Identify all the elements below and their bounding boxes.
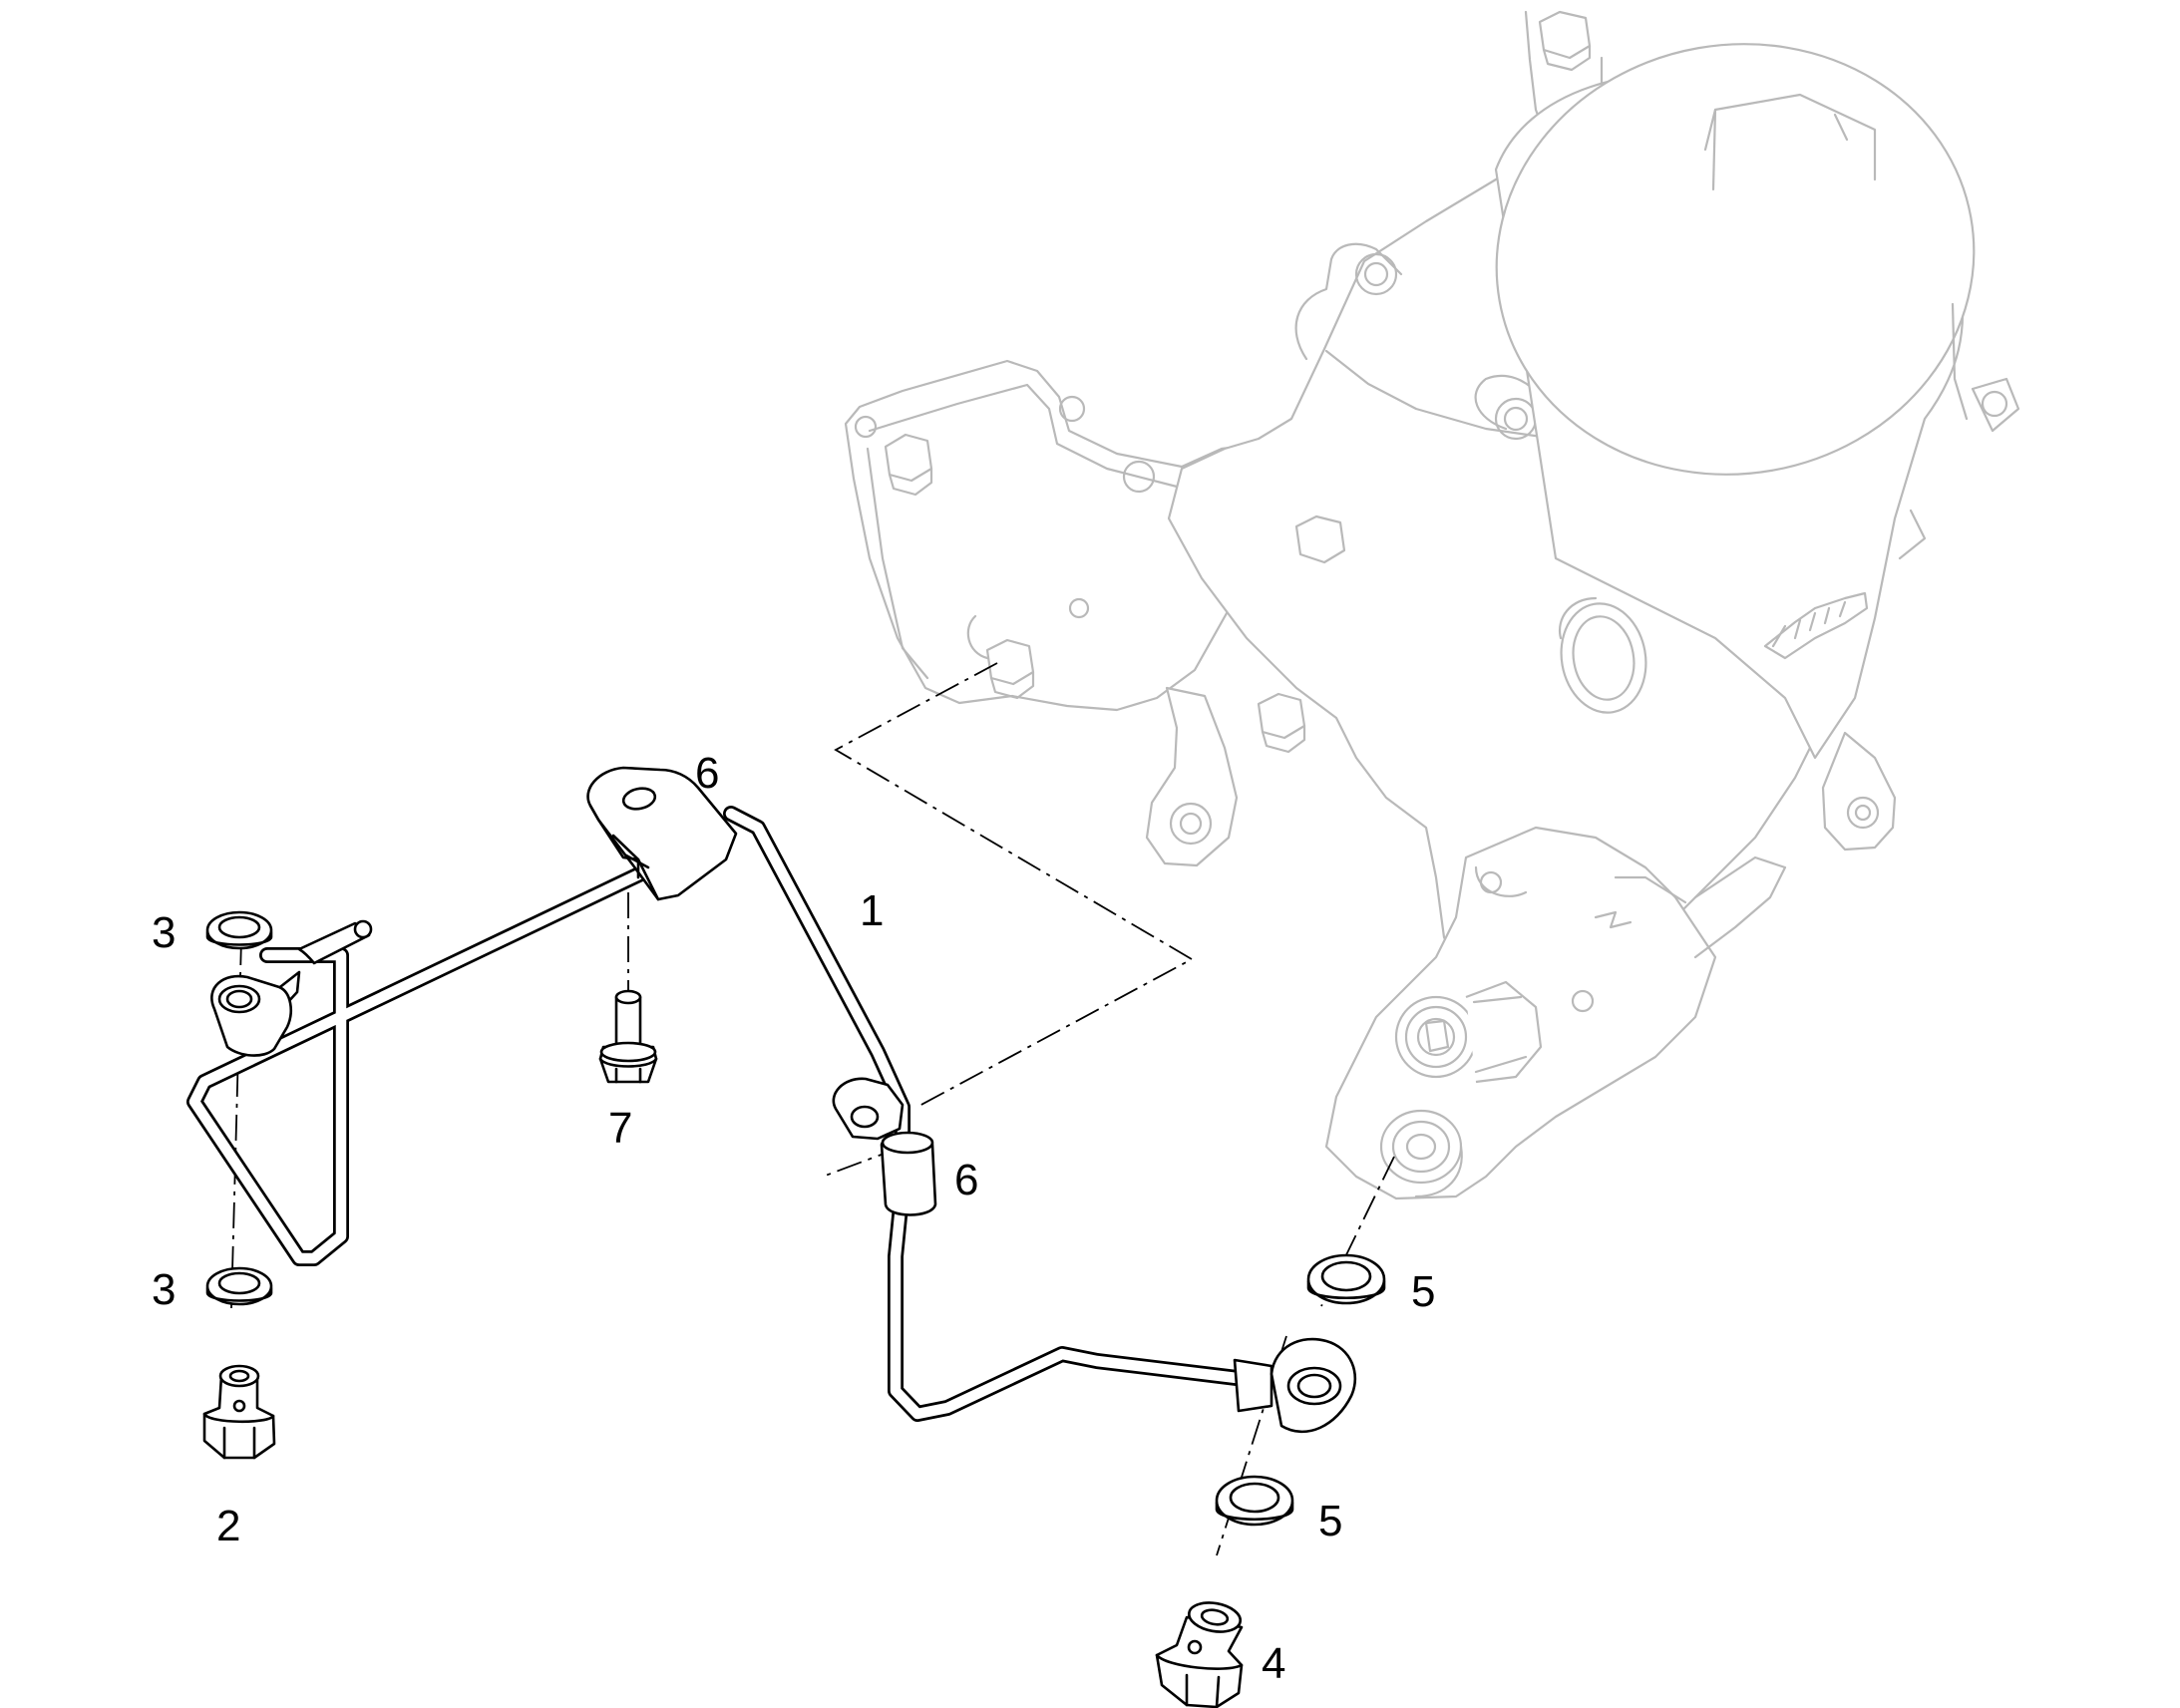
sensor-block <box>1324 826 1787 1200</box>
tube-bracket-upper <box>586 766 738 901</box>
callout-labels: 1 2 3 3 4 5 5 6 6 7 <box>152 749 1435 1688</box>
sealing-washer-3-bottom <box>205 1266 273 1306</box>
sealing-washer-5-top <box>1306 1253 1386 1305</box>
oil-filter-cap <box>1494 43 2020 760</box>
banjo-fitting-right <box>1233 1337 1357 1434</box>
housing-port <box>1558 596 1647 714</box>
banjo-fitting-left <box>210 970 301 1057</box>
callout-6-lower: 6 <box>954 1156 978 1204</box>
sealing-washer-5-bottom <box>1215 1475 1294 1527</box>
callout-7: 7 <box>608 1104 632 1153</box>
banjo-bolt-4 <box>1155 1601 1244 1708</box>
bracket-bolt-7 <box>598 989 658 1084</box>
callout-1: 1 <box>860 886 884 935</box>
engine-housing-ghost <box>844 10 2020 1200</box>
oil-feed-tube <box>186 806 1245 1422</box>
callout-3-top: 3 <box>152 908 176 957</box>
housing-right-lug <box>1821 731 1897 852</box>
callout-6-upper: 6 <box>695 749 719 798</box>
callout-3-bottom: 3 <box>152 1265 176 1314</box>
plate-bolt-top <box>884 433 933 497</box>
plate-bolt-bottom <box>1257 692 1306 754</box>
tube-bracket-lower <box>832 1077 937 1216</box>
bracket-ear <box>1145 686 1239 867</box>
callout-5-top: 5 <box>1411 1267 1435 1316</box>
sealing-washer-3-top <box>205 910 273 950</box>
callout-2: 2 <box>216 1502 240 1550</box>
banjo-bolt-2 <box>202 1364 276 1460</box>
housing-bolt-left <box>1294 514 1346 564</box>
callout-4: 4 <box>1262 1639 1285 1688</box>
plate-bolt-low <box>966 614 1035 700</box>
callout-5-bottom: 5 <box>1318 1497 1342 1545</box>
